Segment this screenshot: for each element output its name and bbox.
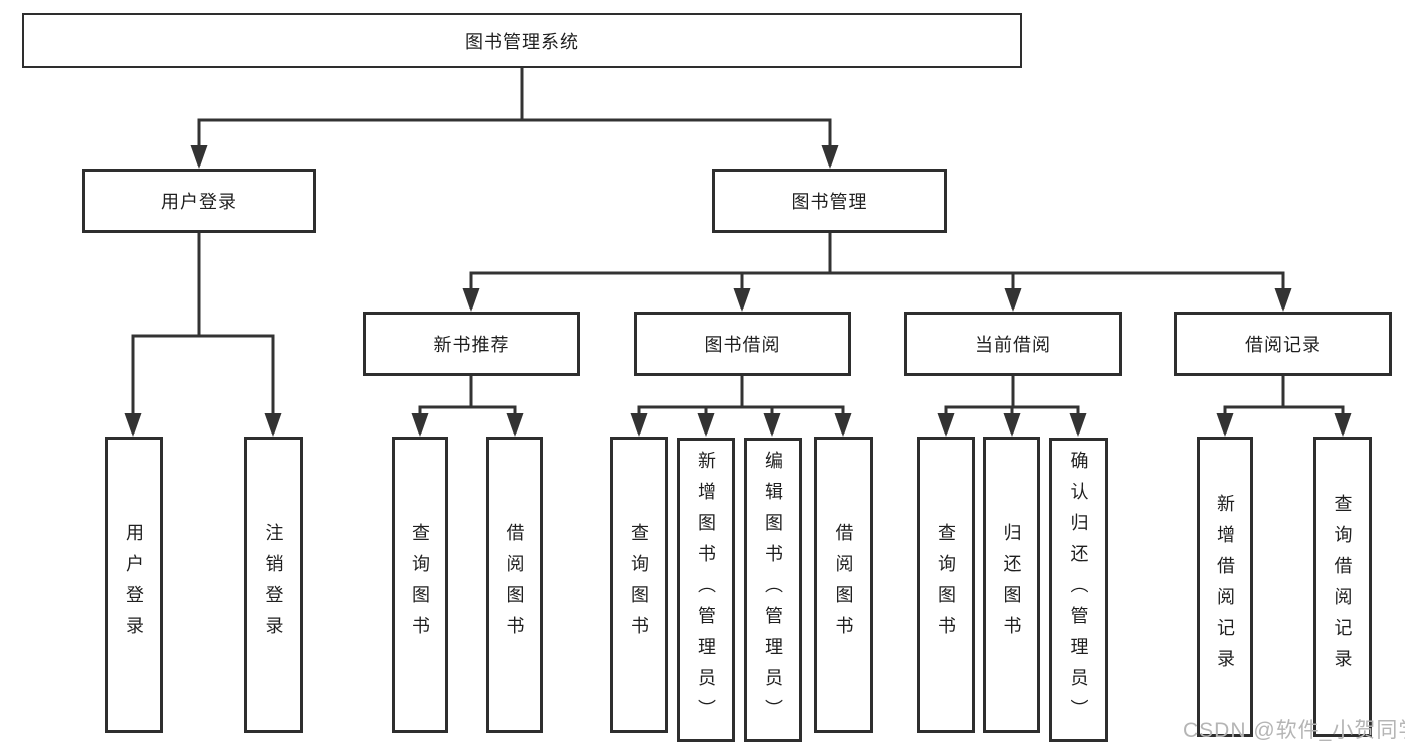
leaf-borrow-books-recommend: 借阅图书: [486, 437, 543, 733]
node-new-book-recommend: 新书推荐: [363, 312, 580, 376]
leaf-add-borrow-record: 新增借阅记录: [1197, 437, 1253, 737]
node-book-borrowing: 图书借阅: [634, 312, 851, 376]
leaf-logout: 注销登录: [244, 437, 303, 733]
leaf-user-login: 用户登录: [105, 437, 163, 733]
leaf-edit-books-admin: 编辑图书（管理员）: [744, 438, 802, 742]
leaf-borrow-books: 借阅图书: [814, 437, 873, 733]
leaf-query-books-current: 查询图书: [917, 437, 975, 733]
leaf-add-books-admin: 新增图书（管理员）: [677, 438, 735, 742]
node-root: 图书管理系统: [22, 13, 1022, 68]
leaf-query-books-borrowing: 查询图书: [610, 437, 668, 733]
leaf-return-books: 归还图书: [983, 437, 1040, 733]
node-book-management: 图书管理: [712, 169, 947, 233]
leaf-query-books-recommend: 查询图书: [392, 437, 448, 733]
node-borrow-records: 借阅记录: [1174, 312, 1392, 376]
leaf-query-borrow-record: 查询借阅记录: [1313, 437, 1372, 737]
leaf-confirm-return-admin: 确认归还（管理员）: [1049, 438, 1108, 742]
node-current-borrowing: 当前借阅: [904, 312, 1122, 376]
csdn-watermark: CSDN @软件_小贺同学: [1183, 719, 1405, 742]
node-user-login: 用户登录: [82, 169, 316, 233]
